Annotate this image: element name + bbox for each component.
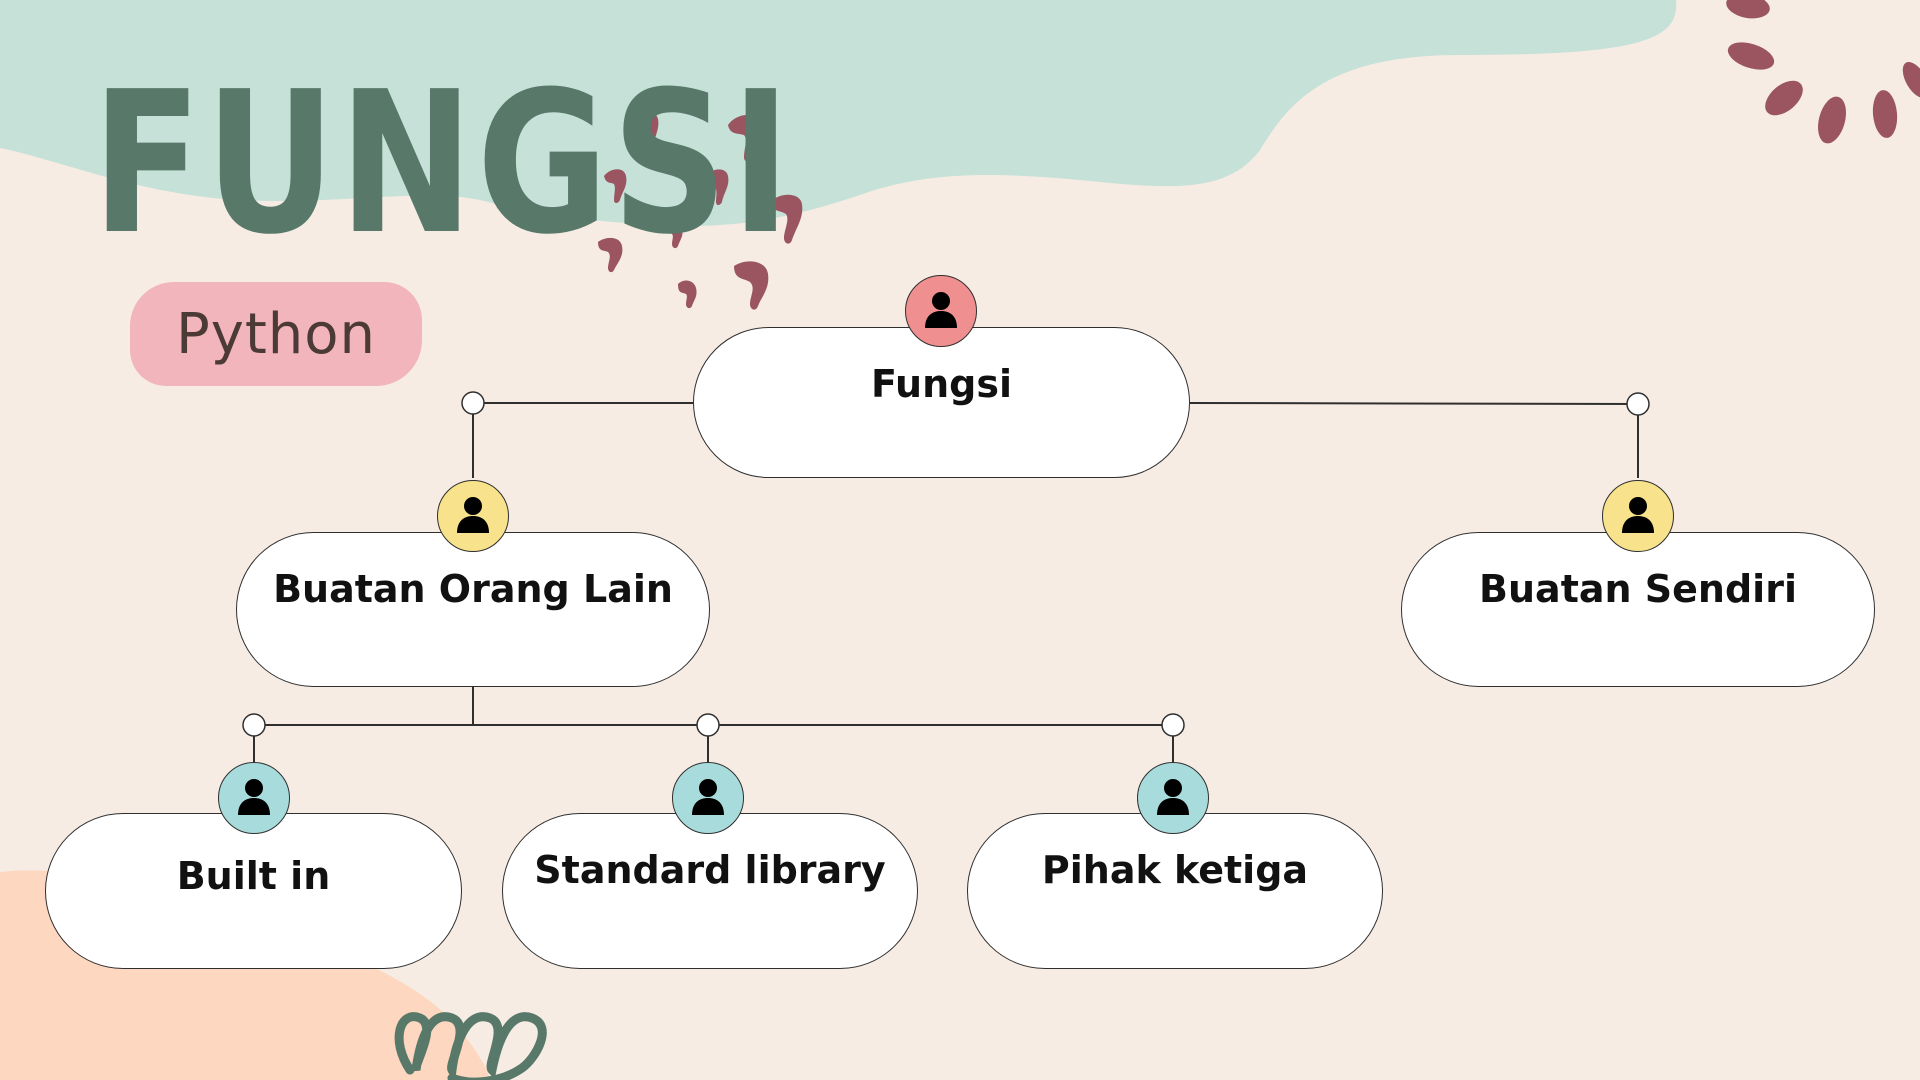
subtitle-pill: Python [130, 282, 422, 386]
person-body [238, 798, 270, 815]
person-head [932, 292, 950, 310]
node-built-in[interactable]: Built in [45, 813, 462, 969]
person-body [925, 311, 957, 328]
person-icon [1602, 480, 1674, 552]
person-icon [672, 762, 744, 834]
node-label: Buatan Sendiri [1479, 567, 1797, 611]
person-head [1629, 497, 1647, 515]
node-buatan-orang-lain[interactable]: Buatan Orang Lain [236, 532, 710, 687]
person-body [1622, 516, 1654, 533]
mint-blob [0, 0, 1677, 226]
person-head [245, 779, 263, 797]
person-head [699, 779, 717, 797]
brush-marks-topright [1726, 0, 1920, 144]
node-pihak-ketiga[interactable]: Pihak ketiga [967, 813, 1383, 969]
node-label: Fungsi [870, 362, 1012, 406]
person-icon [905, 275, 977, 347]
person-icon [218, 762, 290, 834]
person-head [464, 497, 482, 515]
person-body [1157, 798, 1189, 815]
person-head [1164, 779, 1182, 797]
node-label: Buatan Orang Lain [273, 567, 673, 611]
person-body [692, 798, 724, 815]
node-label: Standard library [534, 848, 886, 892]
slide-title: FUNGSI [92, 50, 794, 278]
person-icon [437, 480, 509, 552]
node-label: Pihak ketiga [1041, 848, 1309, 892]
node-standard-library[interactable]: Standard library [502, 813, 918, 969]
subtitle-label: Python [175, 301, 377, 367]
person-icon [1137, 762, 1209, 834]
node-label: Built in [176, 854, 331, 898]
person-body [457, 516, 489, 533]
node-buatan-sendiri[interactable]: Buatan Sendiri [1401, 532, 1875, 687]
brush-marks-topleft [598, 112, 803, 310]
node-root[interactable]: Fungsi [693, 327, 1190, 478]
loop-squiggle [394, 1012, 547, 1080]
